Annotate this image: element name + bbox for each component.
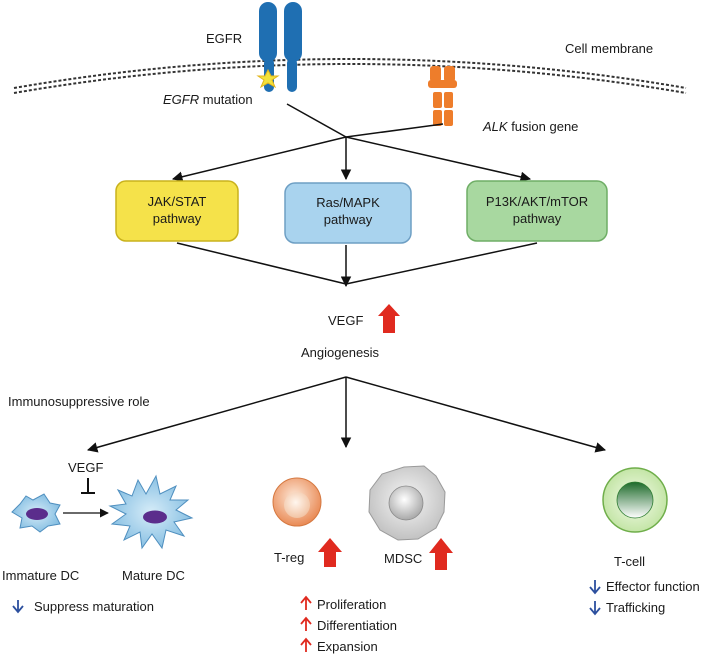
- pathway-pi3k-akt-mtor: P13K/AKT/mTOR pathway: [466, 180, 608, 242]
- pathway-label-line1: JAK/STAT: [148, 194, 207, 209]
- pathway-label-line1: Ras/MAPK: [316, 195, 380, 210]
- t-cell-effect-list: Effector function Trafficking: [589, 579, 700, 616]
- dc-down-arrow-icon: [12, 600, 24, 614]
- angiogenesis-label: Angiogenesis: [301, 345, 380, 360]
- mature-dc-label: Mature DC: [122, 568, 185, 583]
- treg-up-arrow-icon: [318, 538, 342, 567]
- pathway-ras-mapk: Ras/MAPK pathway: [284, 182, 412, 244]
- mdsc-up-arrow-icon: [429, 538, 453, 570]
- immune-branch-lines: [86, 376, 607, 453]
- pathway-label-line2: pathway: [513, 211, 562, 226]
- vegf-up-arrow-icon: [378, 304, 400, 333]
- pathway-label-line1: P13K/AKT/mTOR: [486, 194, 588, 209]
- treg-label: T-reg: [274, 550, 304, 565]
- alk-fusion-label: ALK fusion gene: [482, 119, 578, 134]
- pathway-label-line2: pathway: [324, 212, 373, 227]
- t-cell-label: T-cell: [614, 554, 645, 569]
- pathway-jak-stat: JAK/STAT pathway: [115, 180, 239, 242]
- t-cell-effect-item: Trafficking: [606, 600, 665, 615]
- t-cell-effect-item: Effector function: [606, 579, 700, 594]
- dc-vegf-label: VEGF: [68, 460, 103, 475]
- mutation-star-icon: [256, 68, 280, 89]
- convergence-lines: [176, 242, 538, 288]
- mature-dc-icon: [108, 474, 194, 550]
- pathway-label-line2: pathway: [153, 211, 202, 226]
- center-effect-item: Differentiation: [317, 618, 397, 633]
- center-effect-list: Proliferation Differentiation Expansion: [300, 595, 397, 654]
- alk-receptor-icon: [428, 66, 457, 126]
- t-cell-icon: [602, 467, 668, 533]
- vegf-label: VEGF: [328, 313, 363, 328]
- immature-dc-label: Immature DC: [2, 568, 79, 583]
- egfr-label: EGFR: [206, 31, 242, 46]
- dc-effect-label: Suppress maturation: [34, 599, 154, 614]
- mdsc-cell-icon: [368, 465, 446, 541]
- egfr-mutation-label: EGFR mutation: [163, 92, 253, 107]
- mdsc-label: MDSC: [384, 551, 422, 566]
- center-effect-item: Expansion: [317, 639, 378, 654]
- center-effect-item: Proliferation: [317, 597, 386, 612]
- treg-cell-icon: [272, 477, 322, 527]
- inhibition-icon: [81, 478, 95, 494]
- immunosuppressive-label: Immunosuppressive role: [8, 394, 150, 409]
- signal-lines: [171, 103, 532, 183]
- cell-membrane: [13, 58, 687, 94]
- membrane-label: Cell membrane: [565, 41, 653, 56]
- immature-dc-icon: [11, 493, 61, 533]
